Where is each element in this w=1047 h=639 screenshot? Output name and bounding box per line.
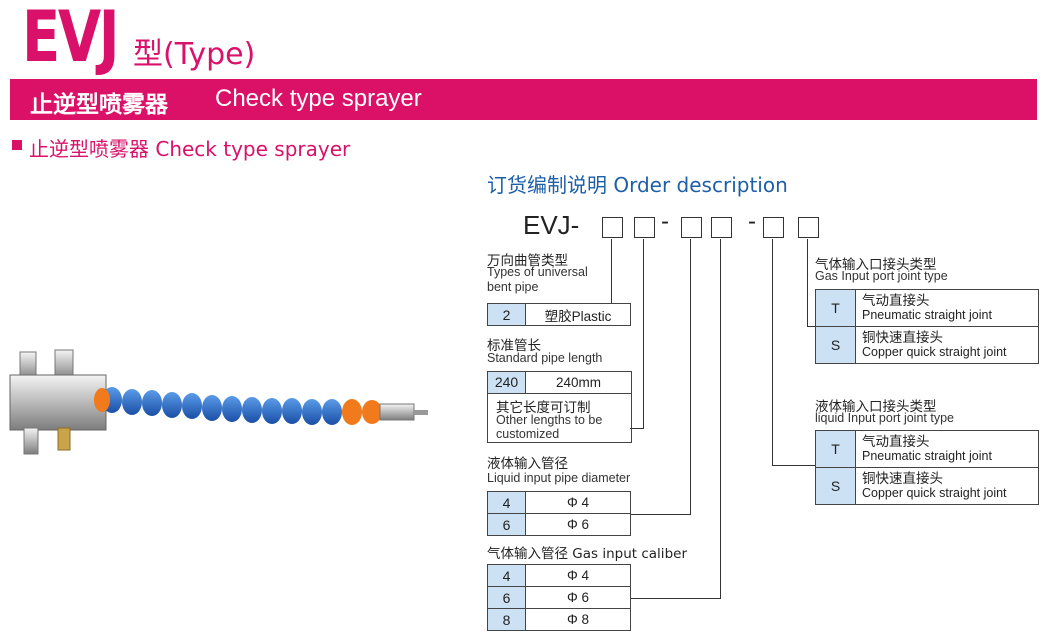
order-description-title: 订货编制说明 Order description xyxy=(487,173,788,197)
liquid-joint-desc-cn: 铜快速直接头 xyxy=(862,471,943,487)
pipe-type-title-en-2: bent pipe xyxy=(487,280,539,294)
series-type-label: 型(Type) xyxy=(133,37,256,72)
liquid-joint-code: S xyxy=(815,467,856,505)
liquid-diameter-title-en: Liquid input pipe diameter xyxy=(487,471,631,485)
liquid-diameter-table: 4 Φ 4 6 Φ 6 xyxy=(487,491,631,536)
table-row: 8 Φ 8 xyxy=(487,608,631,631)
liquid-joint-title-en: liquid Input port joint type xyxy=(815,411,954,425)
liquid-diameter-value: Φ 6 xyxy=(525,513,631,536)
table-row: 4 Φ 4 xyxy=(487,564,631,587)
gas-joint-desc: 铜快速直接头 Copper quick straight joint xyxy=(855,326,1039,364)
code-slot-4 xyxy=(711,217,732,238)
code-slot-2 xyxy=(634,217,655,238)
pipe-length-title-en: Standard pipe length xyxy=(487,351,603,365)
table-row: 6 Φ 6 xyxy=(487,586,631,609)
pipe-length-title-cn: 标准管长 xyxy=(487,338,541,354)
gas-caliber-table: 4 Φ 4 6 Φ 6 8 Φ 8 xyxy=(487,564,631,631)
section-banner: 止逆型喷雾器 Check type sprayer xyxy=(10,79,1037,120)
liquid-diameter-title-cn: 液体输入管径 xyxy=(487,456,568,472)
banner-title-cn: 止逆型喷雾器 xyxy=(30,92,168,118)
code-dash-1: - xyxy=(661,208,669,235)
code-slot-3 xyxy=(681,217,702,238)
pipe-type-table: 2 塑胶Plastic xyxy=(487,303,631,326)
order-code-prefix: EVJ- xyxy=(523,210,580,240)
table-row: T 气动直接头 Pneumatic straight joint xyxy=(815,289,1039,327)
gas-caliber-code: 4 xyxy=(487,564,526,587)
gas-caliber-title: 气体输入管径 Gas input caliber xyxy=(487,546,687,562)
table-row: S 铜快速直接头 Copper quick straight joint xyxy=(815,326,1039,364)
gas-joint-desc-cn: 气动直接头 xyxy=(862,293,930,309)
pipe-type-desc: 塑胶Plastic xyxy=(525,303,631,326)
liquid-joint-title-cn: 液体输入口接头类型 xyxy=(815,399,937,415)
gas-caliber-code: 8 xyxy=(487,608,526,631)
gas-joint-table: T 气动直接头 Pneumatic straight joint S 铜快速直接… xyxy=(815,289,1039,364)
series-title: EVJ xyxy=(22,0,120,78)
pipe-type-title-en-1: Types of universal xyxy=(487,265,588,279)
gas-joint-desc-cn: 铜快速直接头 xyxy=(862,330,943,346)
liquid-diameter-code: 6 xyxy=(487,513,526,536)
banner-title-en: Check type sprayer xyxy=(215,85,422,112)
table-row: 6 Φ 6 xyxy=(487,513,631,536)
pipe-type-code: 2 xyxy=(487,303,526,326)
bullet-square-icon xyxy=(12,140,22,150)
pipe-length-code: 240 xyxy=(488,372,526,394)
liquid-joint-desc-en: Pneumatic straight joint xyxy=(862,449,992,463)
gas-joint-title-cn: 气体输入口接头类型 xyxy=(815,257,937,273)
pipe-type-title-cn: 万向曲管类型 xyxy=(487,253,568,269)
pipe-length-other-cn: 其它长度可订制 xyxy=(496,400,591,416)
code-dash-2: - xyxy=(748,208,756,235)
liquid-joint-desc: 铜快速直接头 Copper quick straight joint xyxy=(855,467,1039,505)
liquid-joint-table: T 气动直接头 Pneumatic straight joint S 铜快速直接… xyxy=(815,430,1039,505)
gas-caliber-value: Φ 8 xyxy=(525,608,631,631)
gas-caliber-value: Φ 6 xyxy=(525,586,631,609)
gas-joint-code: S xyxy=(815,326,856,364)
pipe-length-box: 240 240mm 其它长度可订制 Other lengths to be cu… xyxy=(487,371,632,443)
code-slot-6 xyxy=(798,217,819,238)
section-subtitle: 止逆型喷雾器 Check type sprayer xyxy=(29,137,351,161)
liquid-joint-desc: 气动直接头 Pneumatic straight joint xyxy=(855,430,1039,468)
liquid-diameter-value: Φ 4 xyxy=(525,491,631,514)
gas-joint-title-en: Gas Input port joint type xyxy=(815,269,948,283)
table-row: T 气动直接头 Pneumatic straight joint xyxy=(815,430,1039,468)
table-row: 2 塑胶Plastic xyxy=(487,303,631,326)
gas-joint-desc-en: Copper quick straight joint xyxy=(862,345,1007,359)
code-slot-5 xyxy=(763,217,784,238)
gas-joint-code: T xyxy=(815,289,856,327)
liquid-joint-code: T xyxy=(815,430,856,468)
pipe-length-other-en-1: Other lengths to be xyxy=(496,413,603,427)
gas-joint-desc: 气动直接头 Pneumatic straight joint xyxy=(855,289,1039,327)
pipe-length-other-en-2: customized xyxy=(496,427,560,441)
liquid-joint-desc-cn: 气动直接头 xyxy=(862,434,930,450)
liquid-joint-desc-en: Copper quick straight joint xyxy=(862,486,1007,500)
table-row: 4 Φ 4 xyxy=(487,491,631,514)
pipe-length-value: 240mm xyxy=(526,372,631,394)
liquid-diameter-code: 4 xyxy=(487,491,526,514)
gas-joint-desc-en: Pneumatic straight joint xyxy=(862,308,992,322)
gas-caliber-code: 6 xyxy=(487,586,526,609)
gas-caliber-value: Φ 4 xyxy=(525,564,631,587)
sprayer-product-image xyxy=(9,349,428,455)
table-row: S 铜快速直接头 Copper quick straight joint xyxy=(815,467,1039,505)
code-slot-1 xyxy=(602,217,623,238)
